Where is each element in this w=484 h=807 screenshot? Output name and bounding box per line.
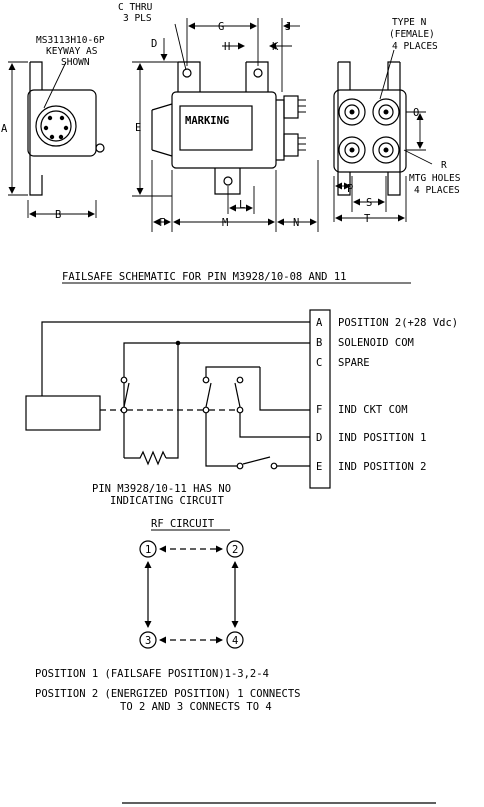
- rf-position-1: POSITION 1 (FAILSAFE POSITION)1-3,2-4: [35, 668, 269, 680]
- connector-callout-line-3: SHOWN: [61, 57, 90, 68]
- dim-n-label: N: [293, 217, 299, 229]
- failsafe-schematic: FAILSAFE SCHEMATIC FOR PIN M3928/10-08 A…: [25, 271, 458, 507]
- dim-e-label: E: [135, 122, 141, 134]
- hole-callout-line-2: 3 PLS: [123, 13, 152, 24]
- dim-k-label: K: [272, 41, 279, 53]
- rf-node-3: [139, 631, 157, 649]
- pin-e-letter: E: [316, 461, 322, 473]
- wire-top-contacts: [205, 366, 260, 380]
- rf-position-2-line-1: POSITION 2 (ENERGIZED POSITION) 1 CONNEC…: [35, 688, 301, 700]
- mtg-callout-line-1: R: [441, 160, 447, 171]
- dim-o-label: O: [413, 107, 419, 119]
- schematic-note-line-1: PIN M3928/10-11 HAS NO: [92, 483, 231, 495]
- pin-c-letter: C: [316, 357, 322, 369]
- wire-ind-position-2: [205, 410, 240, 467]
- rf-title: RF CIRCUIT: [151, 518, 215, 530]
- pin-c-label: SPARE: [338, 357, 370, 369]
- pin-a-letter: A: [316, 317, 323, 329]
- contact-node: [120, 376, 128, 384]
- dim-s-label: S: [366, 197, 372, 209]
- hole-callout: C THRU 3 PLS: [118, 2, 153, 24]
- pin-f-letter: F: [316, 404, 322, 416]
- mtg-callout-line-3: 4 PLACES: [414, 185, 460, 196]
- dim-b-label: B: [55, 209, 61, 221]
- switch-blade: [242, 456, 271, 465]
- rf-circuit: RF CIRCUIT 1 2 3 4 POSITION 1 (FAILSAFE …: [35, 518, 301, 713]
- terminal-labels: POSITION 2(+28 Vdc) SOLENOID COM SPARE I…: [338, 317, 458, 473]
- type-n-callout-line-1: TYPE N: [392, 17, 427, 28]
- rf-node-2-label: 2: [232, 544, 238, 556]
- right-rf-view: [333, 49, 433, 222]
- wire-position-2: [41, 321, 310, 396]
- type-n-callout: TYPE N (FEMALE) 4 PLACES: [389, 17, 438, 52]
- rf-node-3-label: 3: [145, 635, 151, 647]
- contact-node: [202, 376, 210, 384]
- dim-a-label: A: [1, 123, 8, 135]
- pin-e-label: IND POSITION 2: [338, 461, 427, 473]
- dim-p-label: P: [347, 183, 353, 195]
- rf-node-1: [139, 540, 157, 558]
- terminal-strip: [309, 309, 331, 489]
- mtg-holes-callout: R MTG HOLES 4 PLACES: [409, 160, 461, 196]
- pin-d-label: IND POSITION 1: [338, 432, 427, 444]
- dim-m-label: M: [222, 217, 228, 229]
- mtg-callout-line-2: MTG HOLES: [409, 173, 461, 184]
- solenoid-coil: [25, 395, 101, 431]
- pin-b-letter: B: [316, 337, 322, 349]
- schematic-note-line-2: INDICATING CIRCUIT: [110, 495, 224, 507]
- connector-callout-line-2: KEYWAY AS: [46, 46, 98, 57]
- contact-node: [236, 406, 244, 414]
- rf-position-2-line-2: TO 2 AND 3 CONNECTS TO 4: [120, 701, 272, 713]
- dim-t-label: T: [364, 213, 371, 225]
- schematic-title: FAILSAFE SCHEMATIC FOR PIN M3928/10-08 A…: [62, 271, 346, 283]
- type-n-callout-line-2: (FEMALE): [389, 29, 435, 40]
- pin-f-label: IND CKT COM: [338, 404, 408, 416]
- pin-d-letter: D: [316, 432, 322, 444]
- pin-b-label: SOLENOID COM: [338, 337, 414, 349]
- switch-blade: [123, 382, 130, 408]
- terminal-letters: A B C F D E: [316, 317, 323, 473]
- connector-callout-line-1: MS3113H10-6P: [36, 35, 105, 46]
- contact-node: [236, 376, 244, 384]
- type-n-callout-line-3: 4 PLACES: [392, 41, 438, 52]
- dim-d-label: D: [151, 38, 157, 50]
- dim-g-label: G: [218, 21, 224, 33]
- connector-callout: MS3113H10-6P KEYWAY AS SHOWN: [36, 35, 105, 68]
- contact-node: [120, 406, 128, 414]
- wire-ind-ckt-com: [259, 367, 310, 411]
- center-body-view: [132, 18, 319, 232]
- switch-blade: [205, 382, 212, 408]
- rf-node-4-label: 4: [232, 635, 238, 647]
- marking-label: MARKING: [185, 115, 229, 127]
- contact-node: [202, 406, 210, 414]
- dim-h-label: H: [224, 41, 230, 53]
- contact-node: [270, 462, 278, 470]
- dim-l-label: L: [239, 199, 245, 211]
- rf-node-2: [226, 540, 244, 558]
- dim-f-label: F: [159, 217, 165, 229]
- wire-solenoid-com: [123, 342, 310, 458]
- rf-node-4: [226, 631, 244, 649]
- wire-ind-position-1: [239, 410, 310, 438]
- pin-a-label: POSITION 2(+28 Vdc): [338, 317, 458, 329]
- resistor: [124, 450, 167, 466]
- left-connector-view: [8, 61, 105, 218]
- wire-junction-drop: [166, 343, 179, 459]
- mechanical-outline-drawing: MS3113H10-6P KEYWAY AS SHOWN A B: [1, 2, 461, 232]
- hole-callout-line-1: C THRU: [118, 2, 153, 13]
- switch-blade: [234, 382, 241, 408]
- dim-j-label: J: [285, 21, 291, 33]
- contact-node: [236, 462, 244, 470]
- rf-node-1-label: 1: [145, 544, 151, 556]
